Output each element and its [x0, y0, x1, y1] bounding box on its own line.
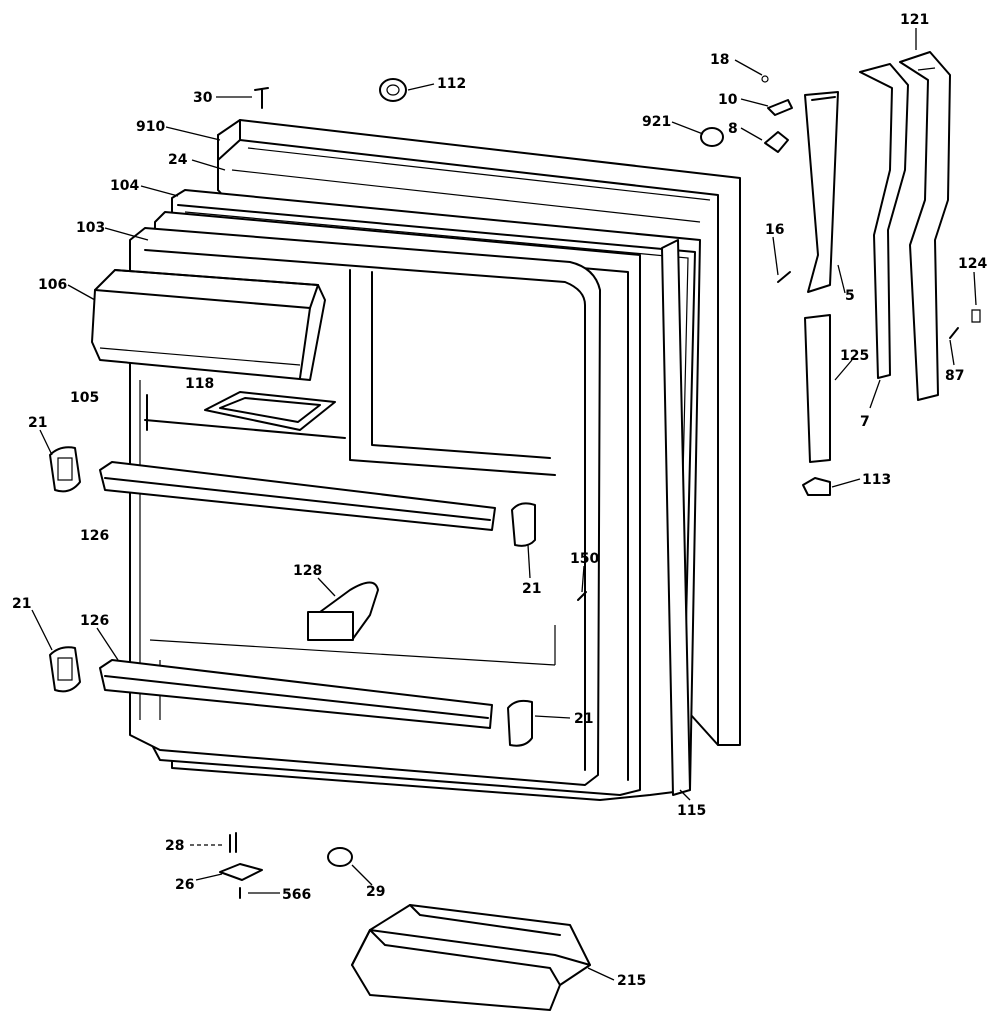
label-21-d: 21: [574, 711, 593, 727]
label-118: 118: [185, 376, 214, 392]
label-124: 124: [958, 256, 987, 272]
butter-tray: [204, 391, 336, 431]
label-215: 215: [617, 973, 646, 989]
shelf-end-cap-3: [511, 502, 536, 547]
cap-8: [764, 131, 789, 153]
hinge-cover: [804, 314, 831, 463]
label-30: 30: [193, 90, 213, 106]
hinge-arm-right: [899, 51, 951, 401]
screw-28: [229, 832, 237, 853]
hinge-bushing: [802, 477, 831, 496]
label-28: 28: [165, 838, 184, 854]
label-125: 125: [840, 348, 869, 364]
hinge-bracket: [804, 91, 839, 293]
leader-lines: [31, 28, 977, 981]
label-24: 24: [168, 152, 188, 168]
shelf-bar-lower: [99, 659, 493, 729]
label-103: 103: [76, 220, 105, 236]
label-8: 8: [728, 121, 738, 137]
screw-18: [761, 75, 769, 83]
label-150: 150: [570, 551, 599, 567]
shelf-bar-upper: [99, 461, 496, 531]
hinge-arm-left: [859, 63, 909, 379]
label-21-a: 21: [28, 415, 47, 431]
label-106: 106: [38, 277, 67, 293]
screw-16: [777, 271, 791, 283]
label-10: 10: [718, 92, 738, 108]
label-126-a: 126: [80, 528, 109, 544]
door-trim-strip: [661, 239, 691, 796]
clip-10: [767, 99, 793, 116]
shelf-end-cap-1: [49, 446, 81, 493]
label-921: 921: [642, 114, 671, 130]
label-87: 87: [945, 368, 964, 384]
dairy-door: [91, 269, 326, 381]
label-26: 26: [175, 877, 194, 893]
plug-921: [700, 127, 724, 147]
label-566: 566: [282, 887, 311, 903]
plate-26: [219, 863, 263, 881]
label-21-c: 21: [12, 596, 31, 612]
label-113: 113: [862, 472, 891, 488]
plug-112: [379, 78, 407, 102]
part-labels: 121 18 30 112 10 921 8 910 24 104 16 103…: [12, 12, 987, 989]
label-29: 29: [366, 884, 385, 900]
screw-87: [949, 327, 959, 339]
label-128: 128: [293, 563, 322, 579]
label-21-b: 21: [522, 581, 541, 597]
screw-150: [577, 591, 587, 601]
label-121: 121: [900, 12, 929, 28]
label-104: 104: [110, 178, 139, 194]
label-16: 16: [765, 222, 784, 238]
label-126-b: 126: [80, 613, 109, 629]
part-124: [971, 309, 981, 323]
label-18: 18: [710, 52, 729, 68]
screw-30: [254, 87, 269, 109]
shelf-end-cap-4: [507, 699, 533, 747]
label-910: 910: [136, 119, 165, 135]
door-bin: [351, 904, 591, 1011]
label-7: 7: [860, 414, 870, 430]
door-stop-bracket: [307, 581, 379, 641]
plug-29: [327, 847, 353, 867]
label-105: 105: [70, 390, 99, 406]
label-112: 112: [437, 76, 466, 92]
label-115: 115: [677, 803, 706, 819]
label-5: 5: [845, 288, 855, 304]
shelf-end-cap-2: [49, 646, 81, 693]
